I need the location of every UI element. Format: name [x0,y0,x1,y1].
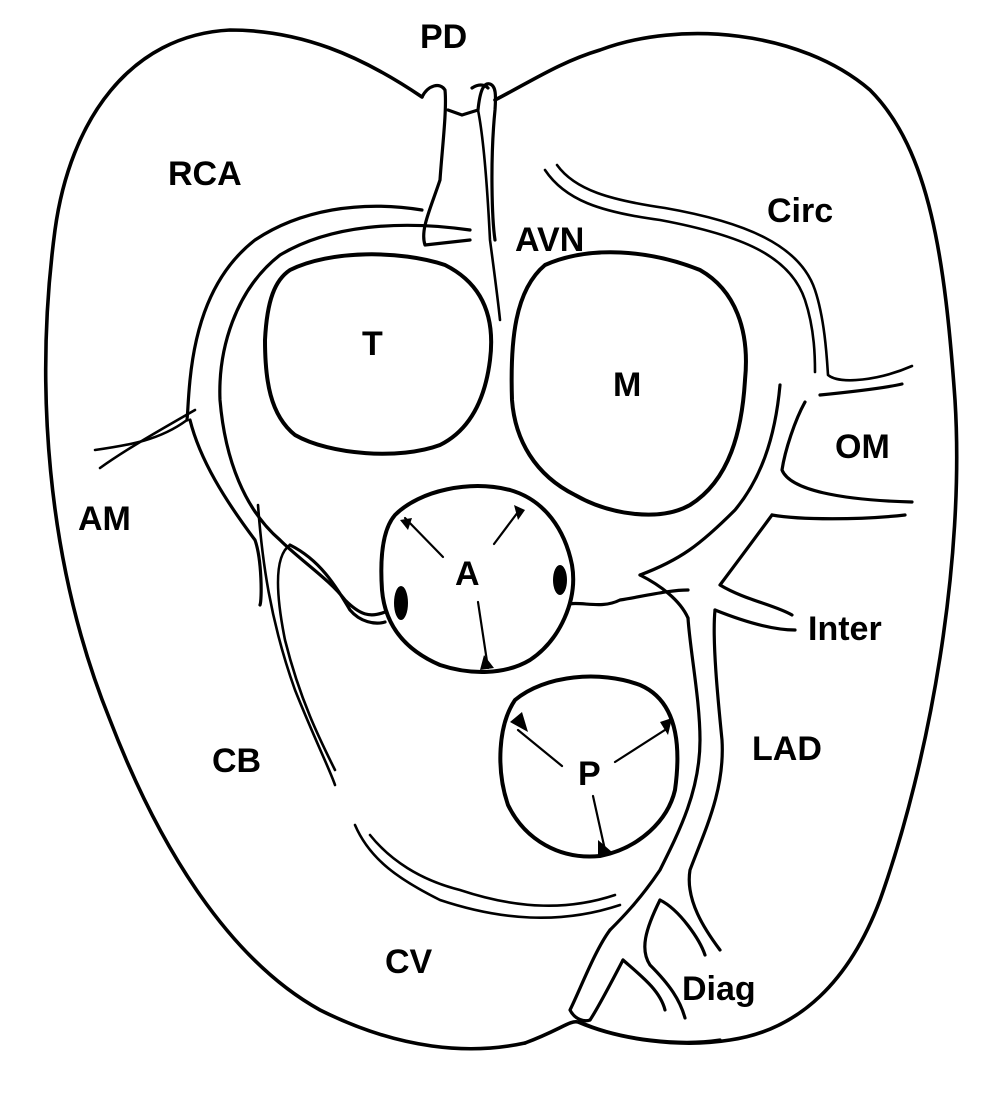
label-avn: AVN [515,221,584,259]
label-pulmonary: P [578,755,601,793]
labels: PD RCA Circ AVN T M OM AM A Inter P LAD … [78,18,890,1008]
label-lad: LAD [752,730,822,768]
label-circ: Circ [767,192,833,230]
label-mitral: M [613,366,641,404]
aortic-valve [379,484,576,674]
label-aortic: A [455,555,480,593]
label-pd: PD [420,18,467,56]
label-am: AM [78,500,131,538]
pulmonary-valve [498,674,680,859]
om-branch [638,382,914,617]
cv-vein [353,823,622,920]
circ-artery [543,163,914,382]
pd-artery [420,82,502,322]
label-rca: RCA [168,155,242,193]
tricuspid-valve [263,252,494,456]
label-om: OM [835,428,890,466]
label-cv: CV [385,943,433,981]
mitral-valve [509,250,748,517]
cb-branch [256,503,387,787]
lad-artery [608,573,797,952]
label-tricuspid: T [362,325,383,363]
label-inter: Inter [808,610,882,648]
am-branch [93,408,197,470]
label-cb: CB [212,742,261,780]
label-diag: Diag [682,970,756,1008]
aortic-root-vessels [563,588,690,607]
diag-branch [568,898,722,1044]
